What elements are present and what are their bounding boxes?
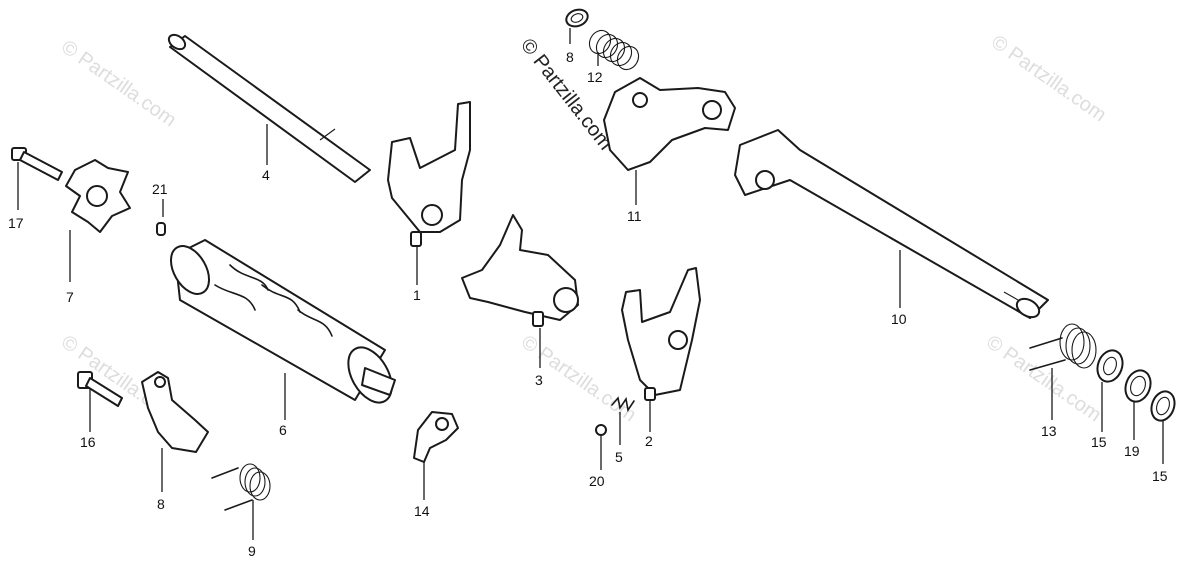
callout-20: 20 [589,473,605,489]
part-3-shift-fork [461,214,579,327]
part-10-gearshift-spindle [734,129,1049,319]
callout-3: 3 [535,372,543,388]
callout-8-upper: 8 [566,49,574,65]
watermark-top-right: © Partzilla.com [987,31,1110,126]
part-15-washer-outer [1150,390,1176,422]
part-6-shift-drum [170,239,396,404]
callout-15-right: 15 [1152,468,1168,484]
part-13-spindle-return-spring [1029,323,1097,371]
callout-4: 4 [262,167,270,183]
callout-13: 13 [1041,423,1057,439]
part-17-bolt [11,147,63,181]
part-15-washer [1096,349,1124,383]
part-19-circlip [1124,369,1152,403]
callout-6: 6 [279,422,287,438]
part-21-pin [156,222,166,236]
callout-10: 10 [891,311,907,327]
part-14-stopper-arm [413,411,459,463]
callout-2: 2 [645,433,653,449]
part-8-circlip [565,8,589,28]
callout-8-lower: 8 [157,496,165,512]
part-2-shift-fork [621,267,701,401]
callout-9: 9 [248,543,256,559]
part-9-return-spring [211,463,271,511]
callout-21: 21 [152,181,168,197]
callout-17: 17 [8,215,24,231]
callout-5: 5 [615,449,623,465]
callout-15-left: 15 [1091,434,1107,450]
watermark-top-left: © Partzilla.com [57,36,180,131]
part-16-bolt [77,371,123,407]
callout-16: 16 [80,434,96,450]
part-7-drum-stopper-plate [65,159,131,233]
callout-labels: 1 2 3 4 5 6 7 8 8 9 10 11 12 13 14 15 15… [8,49,1168,559]
part-20-ball [595,424,607,436]
callout-14: 14 [414,503,430,519]
callout-12: 12 [587,69,603,85]
part-11-gearshift-arm [603,77,736,171]
part-1-shift-fork [387,101,471,247]
callout-11: 11 [627,208,642,224]
part-4-shift-fork-shaft [167,33,371,183]
part-8-stopper-arm [141,371,209,453]
part-5-spring [611,396,635,413]
callout-7: 7 [66,289,74,305]
callout-1: 1 [413,287,421,303]
part-12-spring [588,29,640,71]
callout-19: 19 [1124,443,1140,459]
watermark-bottom-right: © Partzilla.com [982,331,1105,426]
watermarks: © Partzilla.com © Partzilla.com © Partzi… [57,31,1110,426]
